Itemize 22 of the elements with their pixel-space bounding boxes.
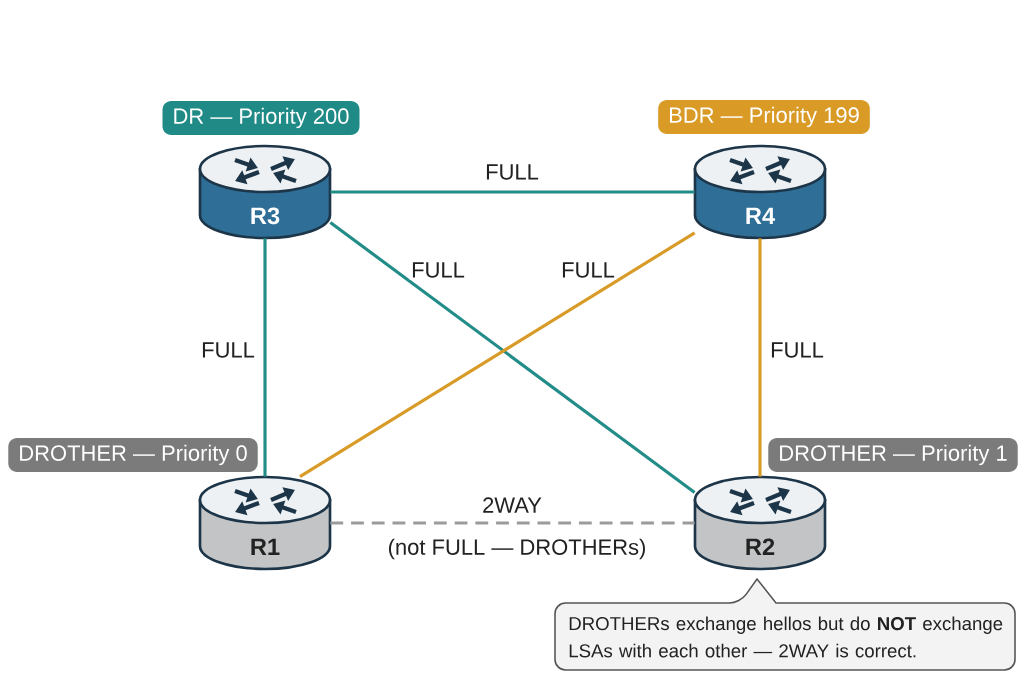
link-line <box>330 190 695 194</box>
callout-box: DROTHERs exchange hellos but do NOT exchange LSAs with each other — 2WAY is correct. <box>554 578 1016 671</box>
edge-label: 2WAY <box>480 495 544 515</box>
edge-label: FULL <box>559 260 617 280</box>
link-line <box>758 238 762 477</box>
edge-label: FULL <box>409 260 467 280</box>
edge-label: FULL <box>483 162 541 182</box>
edge-label: FULL <box>768 340 826 360</box>
router: R3 <box>198 144 332 240</box>
role-badge: DR — Priority 200 <box>162 101 360 135</box>
router: R1 <box>198 475 332 571</box>
edge-label: FULL <box>199 340 257 360</box>
link-line <box>329 221 696 494</box>
role-badge: DROTHER — Priority 1 <box>768 438 1018 472</box>
role-badge: BDR — Priority 199 <box>658 100 870 134</box>
role-badge: DROTHER — Priority 0 <box>8 438 258 472</box>
dashed-line <box>330 521 695 525</box>
note-text: (not FULL — DROTHERs) <box>385 537 649 561</box>
link-line <box>263 238 267 477</box>
router: R2 <box>693 475 827 571</box>
router: R4 <box>693 144 827 240</box>
link-line <box>299 231 696 478</box>
